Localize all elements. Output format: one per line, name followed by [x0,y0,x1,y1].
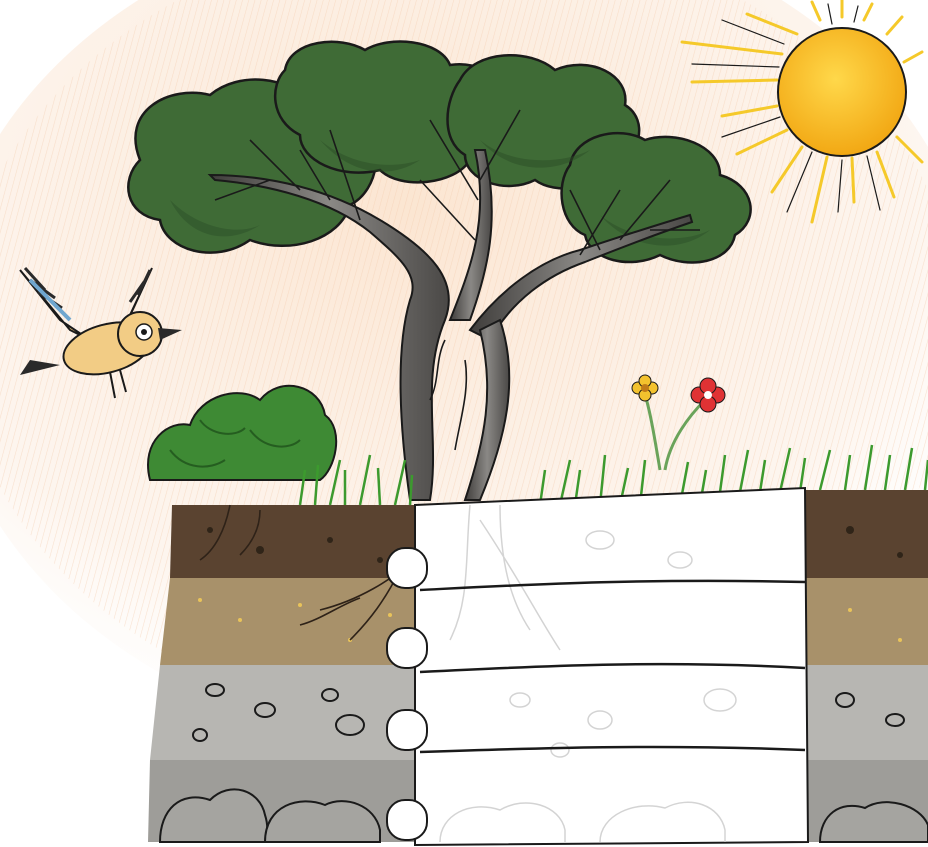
gravel-layer [150,665,415,760]
topsoil-layer [170,505,415,578]
subsoil-layer [160,578,415,665]
soil-cutaway [415,488,808,845]
tab-2 [387,628,427,668]
tab-1 [387,548,427,588]
tab-3 [387,710,427,750]
tab-4 [387,800,427,840]
